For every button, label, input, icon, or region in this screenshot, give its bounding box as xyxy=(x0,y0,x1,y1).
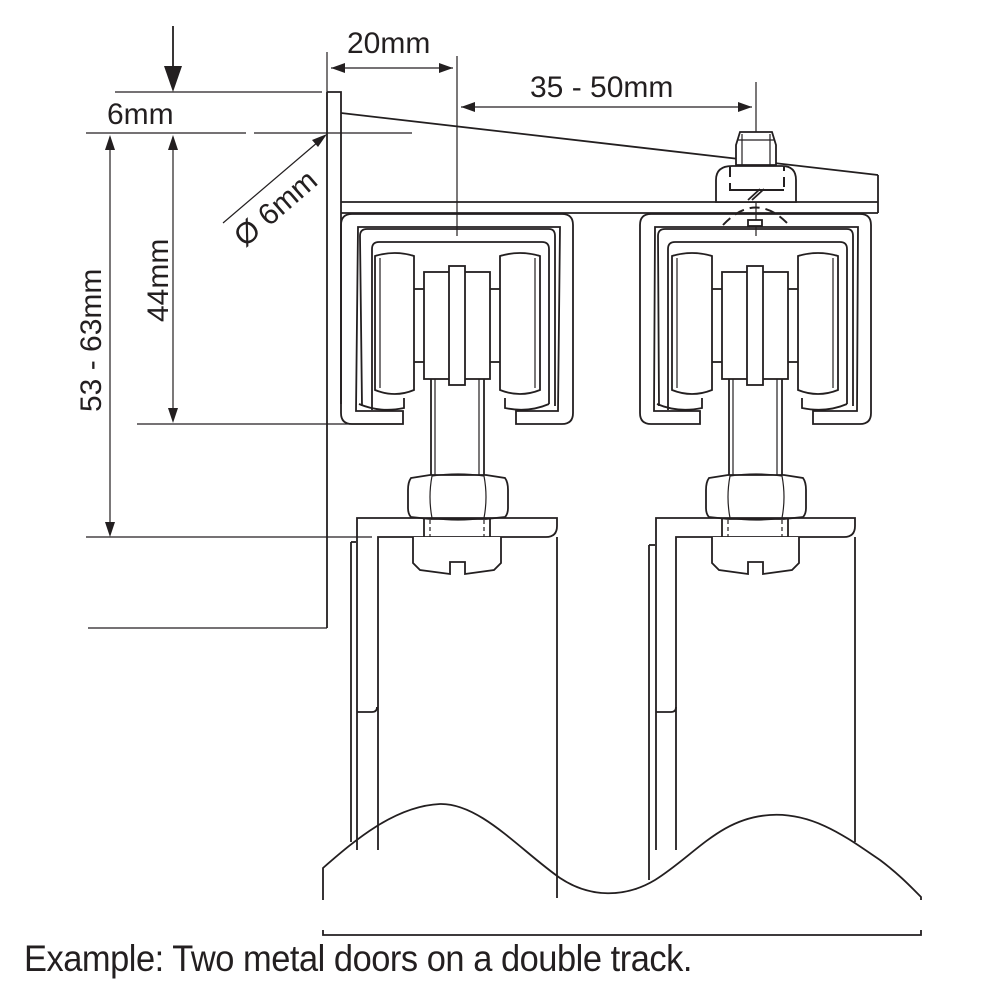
total-height-label: 53 - 63mm xyxy=(75,269,108,412)
track-spacing-label: 35 - 50mm xyxy=(530,71,673,104)
wheel-height-dimension: 44mm xyxy=(137,135,400,425)
bracket-bolt xyxy=(715,131,797,227)
wall xyxy=(88,92,328,629)
hex-nut-left xyxy=(407,473,509,521)
hole-diameter-dimension: Ø 6mm xyxy=(222,134,327,253)
track-right xyxy=(639,213,872,425)
hex-nut-right xyxy=(705,473,807,521)
track-left xyxy=(340,213,574,425)
plate-thickness-label: 6mm xyxy=(107,98,174,131)
trolley-right xyxy=(671,252,839,478)
caption: Example: Two metal doors on a double tra… xyxy=(24,938,692,979)
wheel-height-label: 44mm xyxy=(142,239,175,322)
break-line xyxy=(322,803,922,936)
bracket-width-label: 20mm xyxy=(347,27,430,60)
door-right xyxy=(648,517,856,880)
door-left xyxy=(350,517,558,898)
trolley-left xyxy=(374,252,541,478)
bracket-width-dimension: 20mm xyxy=(326,27,458,236)
load-arrow xyxy=(164,26,182,92)
break-mask xyxy=(300,900,950,930)
total-height-dimension: 53 - 63mm xyxy=(75,135,372,538)
plate-thickness-dimension: 6mm xyxy=(86,91,412,134)
track-spacing-dimension: 35 - 50mm xyxy=(461,71,757,236)
